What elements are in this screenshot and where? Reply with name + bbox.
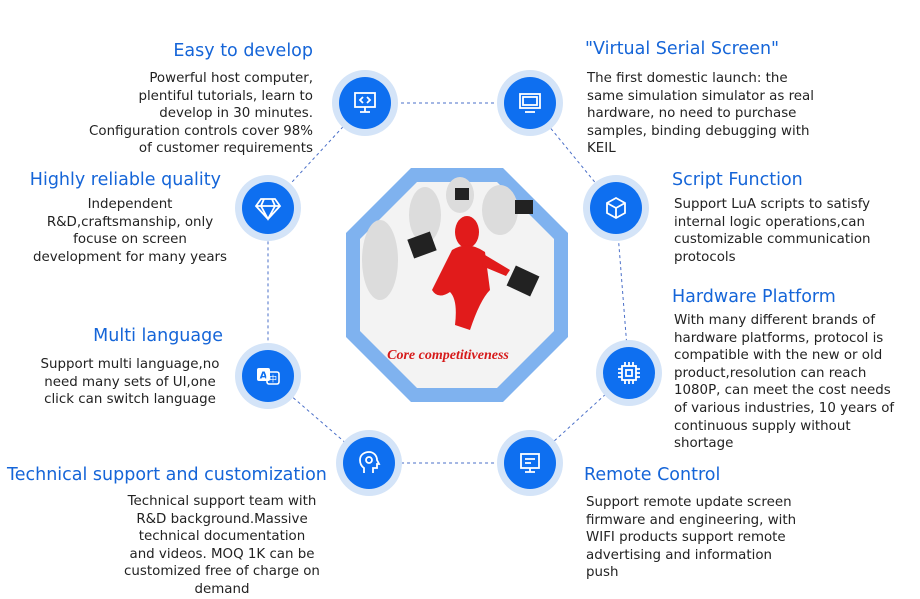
node-technical-support[interactable] — [336, 430, 402, 496]
cube-icon — [606, 196, 626, 220]
feature-title: Remote Control — [584, 465, 721, 485]
node-virtual-serial[interactable] — [497, 70, 563, 136]
feature-title: Highly reliable quality — [29, 170, 221, 190]
diamond-icon — [254, 198, 282, 221]
feature-title: Multi language — [93, 326, 223, 346]
feature-title: Hardware Platform — [672, 287, 836, 307]
svg-text:A: A — [260, 371, 268, 382]
node-hardware-platform[interactable] — [596, 340, 662, 406]
node-script-function[interactable] — [583, 175, 649, 241]
svg-text:中: 中 — [269, 374, 277, 384]
monitor-code-icon — [354, 92, 376, 113]
feature-title: Script Function — [672, 170, 803, 190]
feature-body: The first domestic launch: the same simu… — [587, 71, 814, 157]
feature-body: Technical support team with R&D backgrou… — [124, 494, 320, 597]
center-caption: Core competitiveness — [387, 348, 509, 363]
feature-body: Support LuA scripts to satisfy internal … — [674, 197, 871, 265]
feature-body: Powerful host computer, plentiful tutori… — [89, 71, 313, 157]
node-reliable-quality[interactable] — [235, 175, 301, 241]
node-easy-develop[interactable] — [332, 70, 398, 136]
feature-title: Easy to develop — [173, 41, 313, 61]
feature-body: Independent R&D,craftsmanship, only focu… — [32, 197, 228, 265]
feature-body: Support multi language,no need many sets… — [40, 357, 220, 408]
screen-icon — [519, 93, 541, 113]
remote-screen-icon — [520, 453, 540, 473]
feature-body: Support remote update screen firmware an… — [586, 495, 797, 581]
support-head-icon — [359, 451, 381, 473]
center-image: Core competitiveness — [346, 168, 568, 402]
feature-body: With many different brands of hardware p… — [674, 313, 895, 452]
node-remote-control[interactable] — [497, 430, 563, 496]
feature-title: Technical support and customization — [7, 465, 327, 485]
chip-icon — [618, 362, 640, 384]
feature-title: "Virtual Serial Screen" — [585, 39, 780, 59]
